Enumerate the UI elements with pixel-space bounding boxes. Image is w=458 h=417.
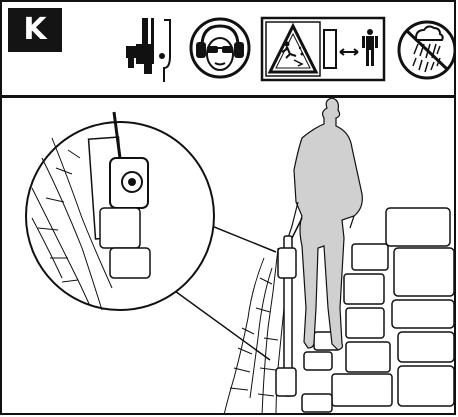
step-badge: K	[8, 8, 62, 52]
hedge-trimmer-icon	[124, 16, 174, 86]
thrown-objects-keep-distance-icon	[260, 16, 386, 82]
paving-stones	[301, 207, 455, 413]
header-bar: K	[2, 2, 456, 98]
operator-figure	[287, 98, 363, 351]
magnified-detail	[25, 111, 277, 361]
trimming-hedge-scene	[2, 98, 456, 415]
hedge	[223, 247, 287, 415]
hedge-trimmer	[275, 217, 303, 397]
ear-eye-protection-icon	[188, 16, 252, 80]
no-rain-icon	[394, 16, 456, 82]
